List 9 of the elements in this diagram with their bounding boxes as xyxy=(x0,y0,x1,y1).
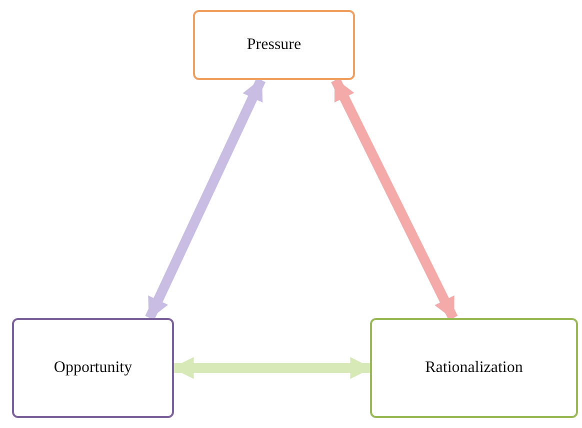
rounded-box xyxy=(193,10,355,80)
rounded-box xyxy=(370,318,578,418)
double-arrow xyxy=(331,78,458,320)
box-label: Opportunity xyxy=(54,359,132,377)
box-label: Rationalization xyxy=(425,359,523,377)
rounded-box xyxy=(12,318,174,418)
double-arrow xyxy=(172,357,372,379)
double-arrow xyxy=(145,78,266,320)
box-label: Pressure xyxy=(246,36,302,54)
